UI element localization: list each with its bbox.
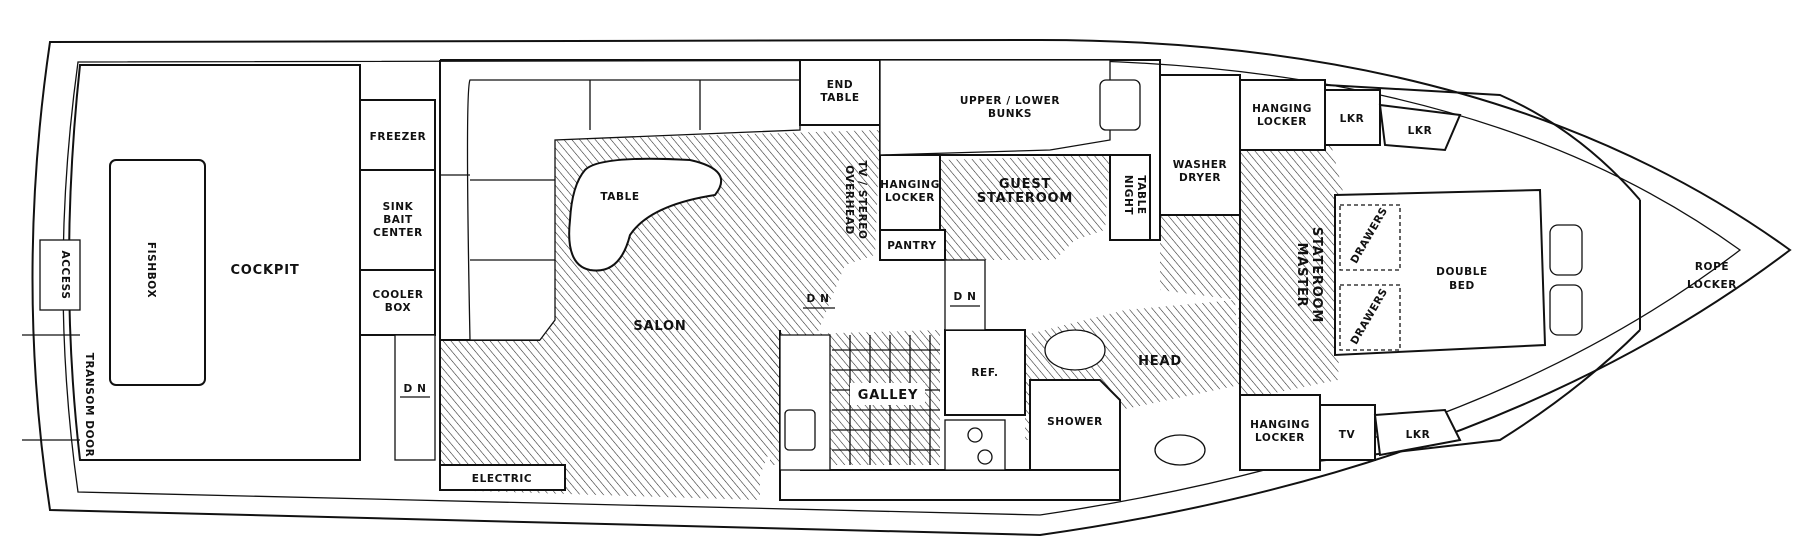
fishbox-label: FISHBOX — [145, 242, 157, 298]
head-label: HEAD — [1138, 354, 1182, 369]
table-label: TABLE — [600, 191, 639, 203]
access-panel — [39, 239, 81, 311]
shower — [1029, 379, 1121, 471]
overhead-tv-stereo-label: OVERHEADTV / STEREO — [843, 160, 868, 239]
cockpit-label: COCKPIT — [230, 263, 299, 278]
cooler-box-unit — [359, 269, 436, 336]
master-hanging-locker-top — [1239, 79, 1326, 151]
night-table — [1109, 154, 1151, 241]
salon-label: SALON — [633, 319, 686, 334]
salon-table — [568, 157, 723, 272]
fishbox — [109, 159, 206, 386]
refrigerator — [944, 329, 1026, 416]
salon-settee-dividers — [440, 80, 701, 261]
electric-panel — [439, 464, 566, 491]
tv-cabinet — [1319, 404, 1376, 461]
guest-washbasin — [1099, 79, 1141, 131]
transom-door-label: TRANSOM DOOR — [83, 353, 95, 458]
tv-label: TV — [1339, 429, 1356, 441]
burner-2 — [977, 449, 993, 465]
hull-inner-outline — [62, 59, 1742, 516]
shower-label: SHOWER — [1047, 416, 1103, 428]
master-walls — [1239, 79, 1641, 472]
pantry-label: PANTRY — [887, 240, 937, 252]
drawers-2 — [1339, 284, 1401, 351]
bed-pillow-1 — [1549, 224, 1583, 276]
freezer-unit — [359, 99, 436, 171]
guest-hanging-locker — [879, 154, 941, 231]
master-hanging-locker-bottom — [1239, 394, 1321, 471]
salon-settee — [466, 79, 801, 341]
galley-stairs — [944, 259, 986, 331]
dn-label-galley: D N — [954, 291, 977, 303]
master-stateroom-label: MASTERSTATEROOM — [1294, 227, 1324, 323]
pantry — [879, 229, 946, 261]
bed-pillow-2 — [1549, 284, 1583, 336]
lkr-top-2 — [1378, 103, 1462, 152]
galley-label: GALLEY — [858, 388, 918, 403]
lkr-top-1-label: LKR — [1340, 113, 1365, 125]
lkr-top-1 — [1324, 89, 1381, 146]
dn-label-cockpit: D N — [404, 383, 427, 395]
access-label: ACCESS — [59, 251, 71, 300]
dn-label-salon: D N — [807, 293, 830, 305]
end-table — [799, 59, 881, 126]
washer-dryer — [1159, 74, 1241, 216]
lkr-bottom — [1373, 408, 1462, 457]
electric-label: ELECTRIC — [472, 473, 532, 485]
toilet — [1044, 329, 1106, 371]
guest-floor — [940, 155, 1110, 260]
lkr-bottom-label: LKR — [1406, 429, 1431, 441]
freezer-label: FREEZER — [370, 131, 427, 143]
lkr-top-2-label: LKR — [1408, 125, 1433, 137]
burner-1 — [967, 427, 983, 443]
galley-label-bg — [850, 383, 925, 405]
head-sink — [1154, 434, 1206, 466]
galley-sink — [784, 409, 816, 451]
ref-label: REF. — [971, 367, 998, 379]
drawers-1 — [1339, 204, 1401, 271]
upper-lower-bunks — [879, 59, 1111, 156]
night-table-label: NIGHTTABLE — [1122, 175, 1147, 216]
